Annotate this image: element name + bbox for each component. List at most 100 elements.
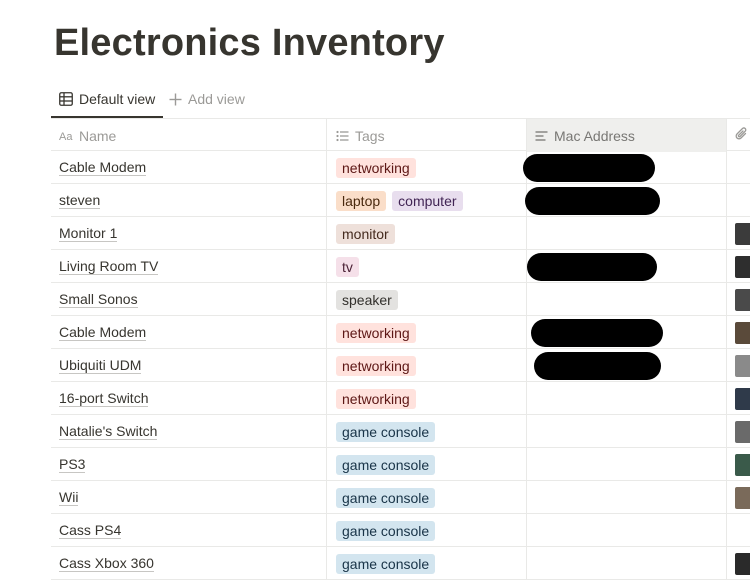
table-row[interactable]: PS3 game console [51, 448, 750, 481]
tag-badge: networking [336, 157, 416, 178]
attachment-thumbnail[interactable] [735, 487, 750, 509]
tags-cell[interactable]: game console [327, 448, 527, 481]
attachment-thumbnail[interactable] [735, 388, 750, 410]
table-row[interactable]: Ubiquiti UDM networking [51, 349, 750, 382]
name-cell[interactable]: Ubiquiti UDM [51, 349, 327, 382]
attachment-thumbnail[interactable] [735, 322, 750, 344]
tab-default-view[interactable]: Default view [51, 82, 164, 118]
mac-address-cell[interactable] [527, 547, 727, 580]
tags-cell[interactable]: networking [327, 151, 527, 184]
row-name[interactable]: Living Room TV [59, 258, 159, 275]
row-name[interactable]: Natalie's Switch [59, 423, 158, 440]
mac-address-cell[interactable] [527, 349, 727, 382]
name-cell[interactable]: Small Sonos [51, 283, 327, 316]
mac-address-cell[interactable] [527, 250, 727, 283]
row-name[interactable]: steven [59, 192, 101, 209]
name-cell[interactable]: Cass PS4 [51, 514, 327, 547]
attachment-thumbnail[interactable] [735, 223, 750, 245]
tags-cell[interactable]: networking [327, 316, 527, 349]
tag-badge: game console [336, 487, 436, 508]
table-header: Aa Name Tags Mac Address [51, 118, 750, 152]
column-header-attachments[interactable] [727, 119, 750, 152]
row-name[interactable]: Small Sonos [59, 291, 138, 308]
table-row[interactable]: Small Sonos speaker [51, 283, 750, 316]
mac-address-cell[interactable] [527, 382, 727, 415]
mac-address-cell[interactable] [527, 151, 727, 184]
name-cell[interactable]: Cass Xbox 360 [51, 547, 327, 580]
name-cell[interactable]: Cable Modem [51, 151, 327, 184]
tags-cell[interactable]: game console [327, 514, 527, 547]
mac-address-cell[interactable] [527, 316, 727, 349]
name-cell[interactable]: Living Room TV [51, 250, 327, 283]
mac-address-cell[interactable] [527, 448, 727, 481]
name-cell[interactable]: 16-port Switch [51, 382, 327, 415]
attachment-cell[interactable] [727, 151, 750, 184]
tag-badge: computer [392, 190, 463, 211]
redaction-mark [534, 352, 661, 380]
column-header-name[interactable]: Aa Name [51, 119, 327, 152]
row-name[interactable]: 16-port Switch [59, 390, 149, 407]
tags-cell[interactable]: tv [327, 250, 527, 283]
tags-cell[interactable]: game console [327, 547, 527, 580]
redaction-mark [531, 319, 663, 347]
tags-cell[interactable]: game console [327, 481, 527, 514]
name-cell[interactable]: steven [51, 184, 327, 217]
column-header-mac-address[interactable]: Mac Address [527, 119, 727, 152]
column-header-tags[interactable]: Tags [327, 119, 527, 152]
attachment-cell[interactable] [727, 514, 750, 547]
page-title[interactable]: Electronics Inventory [54, 22, 445, 64]
tags-cell[interactable]: networking [327, 382, 527, 415]
attachment-thumbnail[interactable] [735, 553, 750, 575]
table-row[interactable]: Monitor 1 monitor [51, 217, 750, 250]
mac-address-cell[interactable] [527, 415, 727, 448]
attachment-cell[interactable] [727, 184, 750, 217]
row-name[interactable]: Cable Modem [59, 159, 147, 176]
table-row[interactable]: 16-port Switch networking [51, 382, 750, 415]
row-name[interactable]: Wii [59, 489, 79, 506]
mac-address-cell[interactable] [527, 217, 727, 250]
column-header-tags-label: Tags [355, 127, 385, 144]
row-name[interactable]: Ubiquiti UDM [59, 357, 142, 374]
row-name[interactable]: PS3 [59, 456, 86, 473]
tags-cell[interactable]: game console [327, 415, 527, 448]
mac-address-cell[interactable] [527, 481, 727, 514]
attachment-thumbnail[interactable] [735, 289, 750, 311]
tags-cell[interactable]: monitor [327, 217, 527, 250]
table-row[interactable]: Cass PS4 game console [51, 514, 750, 547]
attachment-thumbnail[interactable] [735, 421, 750, 443]
tag-badge: networking [336, 322, 416, 343]
tab-default-view-label: Default view [79, 91, 156, 107]
name-cell[interactable]: PS3 [51, 448, 327, 481]
add-view-label: Add view [188, 91, 245, 107]
row-name[interactable]: Monitor 1 [59, 225, 118, 242]
name-cell[interactable]: Natalie's Switch [51, 415, 327, 448]
tags-cell[interactable]: speaker [327, 283, 527, 316]
table-row[interactable]: Wii game console [51, 481, 750, 514]
mac-address-cell[interactable] [527, 283, 727, 316]
row-name[interactable]: Cass PS4 [59, 522, 122, 539]
table-row[interactable]: Cable Modem networking [51, 316, 750, 349]
attachment-thumbnail[interactable] [735, 454, 750, 476]
table-row[interactable]: Cable Modem networking [51, 151, 750, 184]
add-view-button[interactable]: Add view [169, 82, 245, 116]
table-row[interactable]: Natalie's Switch game console [51, 415, 750, 448]
mac-address-cell[interactable] [527, 514, 727, 547]
mac-address-cell[interactable] [527, 184, 727, 217]
name-cell[interactable]: Wii [51, 481, 327, 514]
name-cell[interactable]: Cable Modem [51, 316, 327, 349]
table-row[interactable]: Living Room TV tv [51, 250, 750, 283]
attachment-thumbnail[interactable] [735, 256, 750, 278]
name-cell[interactable]: Monitor 1 [51, 217, 327, 250]
table-row[interactable]: Cass Xbox 360 game console [51, 547, 750, 580]
tag-badge: game console [336, 553, 436, 574]
column-header-name-label: Name [79, 127, 117, 144]
row-name[interactable]: Cable Modem [59, 324, 147, 341]
row-name[interactable]: Cass Xbox 360 [59, 555, 154, 572]
list-icon [336, 130, 349, 142]
tags-cell[interactable]: networking [327, 349, 527, 382]
attachment-thumbnail[interactable] [735, 355, 750, 377]
tag-badge: networking [336, 388, 416, 409]
